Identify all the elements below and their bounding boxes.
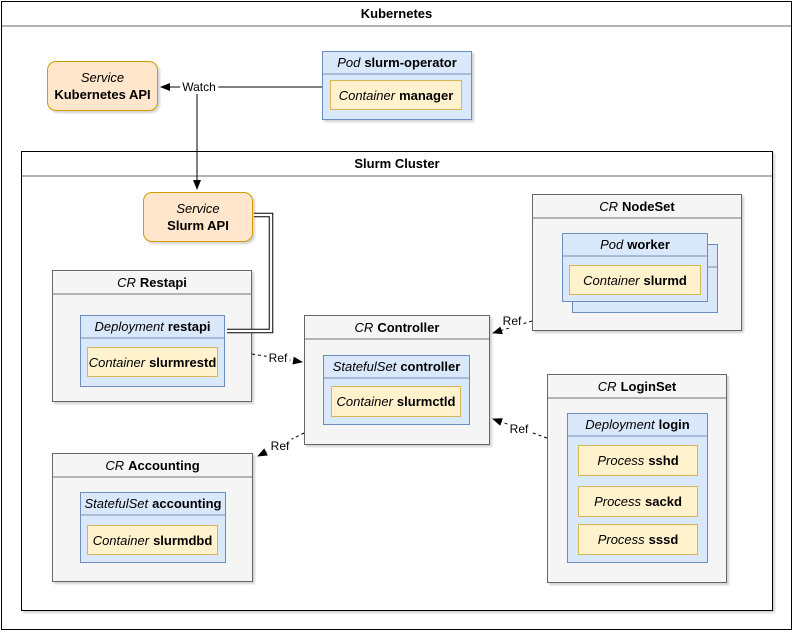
container-slurmrestd-name: slurmrestd — [149, 354, 217, 370]
ref-restapi-controller-label: Ref — [266, 351, 290, 365]
statefulset-controller-header: StatefulSet controller — [324, 356, 469, 379]
container-manager-type: Container — [338, 87, 396, 103]
deployment-login-name: login — [658, 417, 690, 432]
process-sshd-name: sshd — [648, 453, 679, 468]
cr-loginset-header: CR LoginSet — [548, 375, 726, 399]
cr-controller-name: Controller — [377, 319, 440, 335]
pod-slurm-operator-header: Pod slurm-operator — [323, 52, 471, 75]
kubernetes-frame-title: Kubernetes — [2, 2, 791, 27]
cr-restapi-name: Restapi — [139, 274, 187, 290]
container-slurmd-type: Container — [583, 272, 640, 288]
cr-accounting-name: Accounting — [128, 457, 200, 473]
watch-edge-label: Watch — [180, 80, 218, 94]
process-sssd: Process sssd — [578, 524, 698, 555]
service-slurm-api: Service Slurm API — [143, 192, 253, 242]
slurm-cluster-title-label: Slurm Cluster — [354, 156, 440, 171]
container-slurmd-name: slurmd — [643, 272, 687, 288]
process-sackd-type: Process — [594, 494, 642, 509]
container-slurmrestd: Container slurmrestd — [87, 347, 218, 377]
statefulset-accounting-header: StatefulSet accounting — [81, 493, 225, 516]
pod-worker-type: Pod — [600, 237, 624, 252]
cr-nodeset-header: CR NodeSet — [533, 195, 741, 219]
kubernetes-title-label: Kubernetes — [360, 6, 433, 21]
deployment-restapi-type: Deployment — [94, 319, 164, 334]
pod-worker-header: Pod worker — [563, 234, 707, 257]
process-sackd: Process sackd — [578, 486, 698, 517]
deployment-restapi-name: restapi — [167, 319, 211, 334]
container-manager: Container manager — [330, 80, 462, 110]
deployment-login-header: Deployment login — [568, 414, 707, 437]
container-slurmdbd-name: slurmdbd — [153, 532, 213, 548]
service-kubernetes-api-name: Kubernetes API — [54, 87, 151, 102]
statefulset-accounting-name: accounting — [152, 496, 222, 511]
cr-nodeset-name: NodeSet — [622, 198, 675, 214]
process-sssd-type: Process — [597, 532, 645, 547]
slurm-cluster-frame-title: Slurm Cluster — [22, 152, 772, 177]
pod-worker-name: worker — [627, 237, 670, 252]
ref-nodeset-controller-label: Ref — [500, 314, 524, 328]
container-slurmctld-type: Container — [336, 394, 393, 409]
container-slurmd: Container slurmd — [569, 265, 701, 295]
container-slurmctld: Container slurmctld — [331, 386, 461, 417]
pod-slurm-operator-name: slurm-operator — [364, 55, 457, 70]
container-slurmdbd-type: Container — [92, 532, 150, 548]
service-kubernetes-api: Service Kubernetes API — [47, 61, 158, 111]
cr-controller-type: CR — [354, 319, 374, 335]
ref-loginset-controller-label: Ref — [507, 422, 531, 436]
process-sshd: Process sshd — [578, 445, 698, 476]
container-slurmrestd-type: Container — [88, 354, 146, 370]
service-slurm-api-name: Slurm API — [167, 218, 229, 233]
ref-controller-accounting-label: Ref — [268, 439, 292, 453]
cr-loginset-type: CR — [597, 378, 617, 394]
statefulset-accounting-type: StatefulSet — [84, 496, 149, 511]
statefulset-controller-name: controller — [400, 359, 461, 374]
deployment-login-type: Deployment — [585, 417, 655, 432]
service-kubernetes-api-type: Service — [80, 70, 125, 85]
deployment-restapi-header: Deployment restapi — [81, 316, 224, 339]
container-slurmctld-name: slurmctld — [396, 394, 456, 409]
process-sackd-name: sackd — [645, 494, 682, 509]
pod-slurm-operator-type: Pod — [337, 55, 361, 70]
cr-accounting-type: CR — [105, 457, 125, 473]
statefulset-controller-type: StatefulSet — [332, 359, 397, 374]
process-sssd-name: sssd — [648, 532, 679, 547]
cr-accounting-header: CR Accounting — [53, 454, 252, 478]
container-manager-name: manager — [399, 87, 454, 103]
container-slurmdbd: Container slurmdbd — [87, 525, 218, 555]
service-slurm-api-type: Service — [176, 201, 220, 216]
cr-restapi-type: CR — [117, 274, 136, 290]
cr-restapi-header: CR Restapi — [53, 271, 251, 295]
cr-controller-header: CR Controller — [305, 316, 489, 340]
cr-loginset-name: LoginSet — [620, 378, 677, 394]
process-sshd-type: Process — [597, 453, 645, 468]
cr-nodeset-type: CR — [599, 198, 619, 214]
